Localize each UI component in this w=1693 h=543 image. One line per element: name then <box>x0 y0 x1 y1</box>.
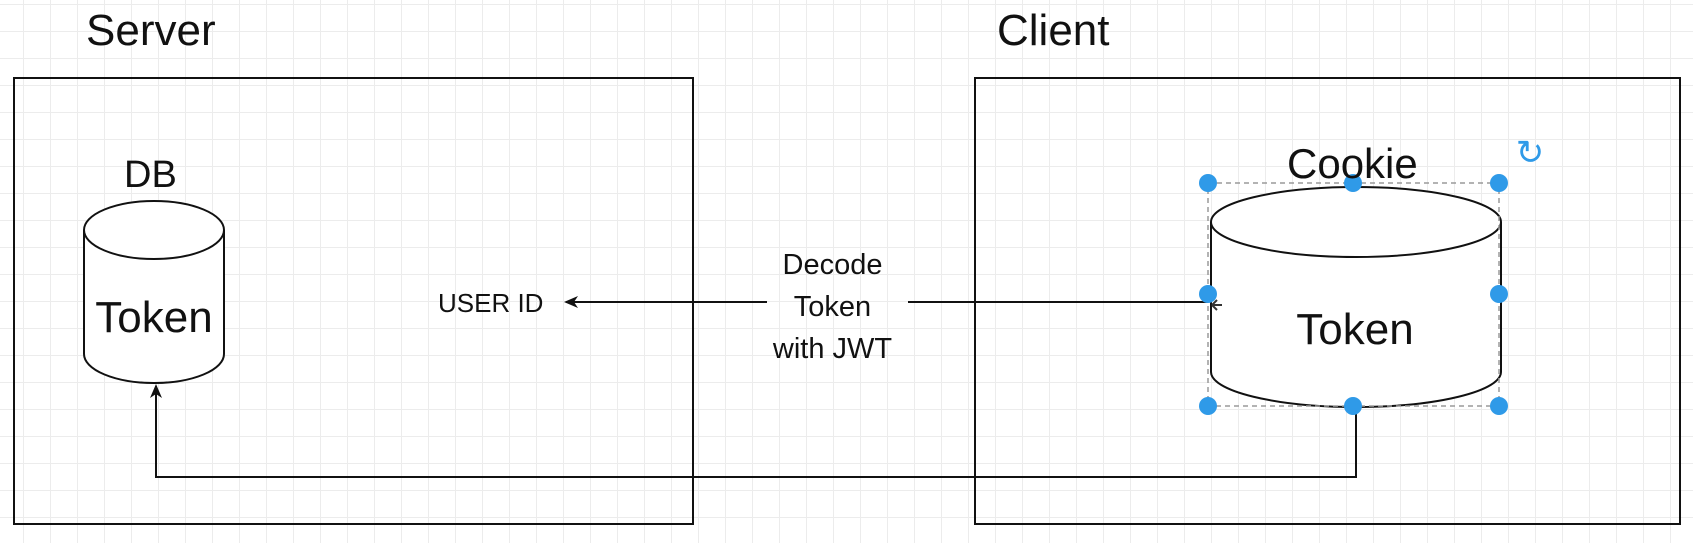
cookie-cylinder[interactable] <box>1210 186 1502 408</box>
resize-handle-bottom-center[interactable] <box>1344 397 1362 415</box>
db-cylinder[interactable] <box>83 200 225 384</box>
cursor-icon <box>1211 299 1222 311</box>
client-title: Client <box>997 6 1110 55</box>
decode-label-line-3: with JWT <box>772 333 893 365</box>
resize-handle-middle-right[interactable] <box>1490 285 1508 303</box>
resize-handle-middle-left[interactable] <box>1199 285 1217 303</box>
user-id-label: USER ID <box>438 288 544 318</box>
resize-handle-bottom-right[interactable] <box>1490 397 1508 415</box>
resize-handle-top-left[interactable] <box>1199 174 1217 192</box>
decode-label-line-1: Decode <box>782 249 883 281</box>
resize-handle-bottom-left[interactable] <box>1199 397 1217 415</box>
resize-handle-top-right[interactable] <box>1490 174 1508 192</box>
decode-label-line-2: Token <box>793 291 872 323</box>
db-label: DB <box>124 154 177 196</box>
return-connector-arrow[interactable] <box>150 384 1357 478</box>
rotate-icon[interactable]: ↻ <box>1515 134 1545 172</box>
cookie-label: Cookie <box>1287 140 1418 187</box>
decode-token-label: Decode Token with JWT <box>745 244 920 370</box>
resize-handle-top-center[interactable] <box>1344 174 1362 192</box>
cookie-token-label: Token <box>1296 305 1414 354</box>
selection-handles[interactable] <box>1199 174 1508 415</box>
server-title: Server <box>86 6 216 55</box>
db-token-label: Token <box>95 293 213 342</box>
